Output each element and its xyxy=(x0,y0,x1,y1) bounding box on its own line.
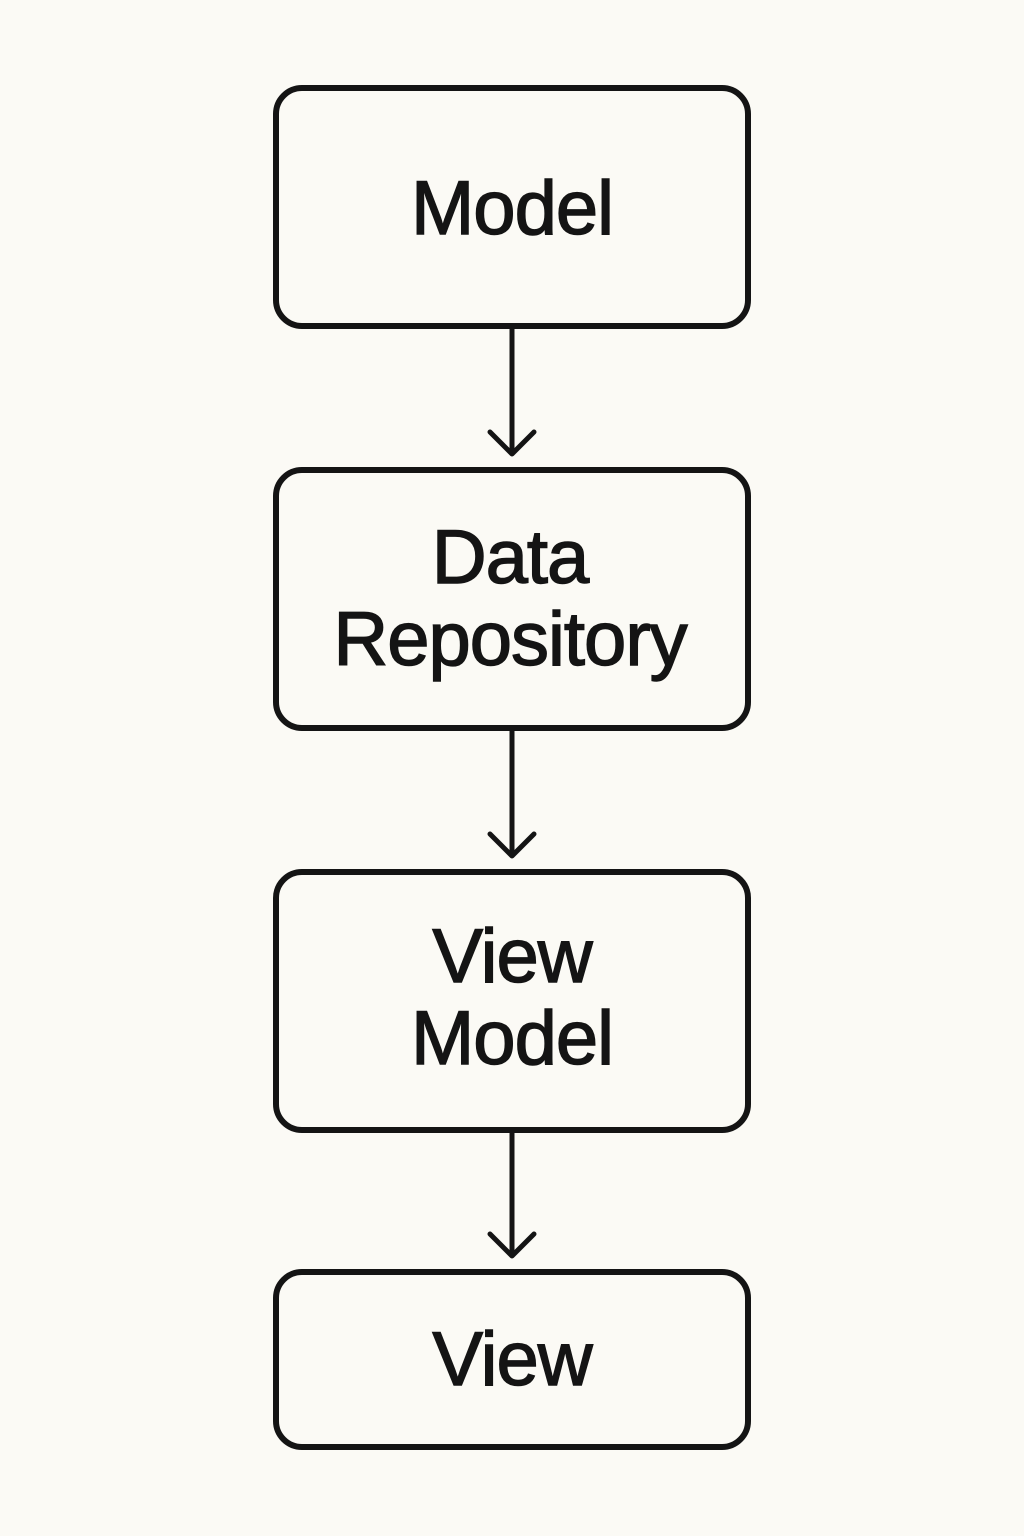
node-model-label: Model xyxy=(411,166,613,251)
arrowhead-icon xyxy=(487,1231,537,1259)
node-view-box xyxy=(273,1269,751,1450)
node-view-model-label-line-2: Model xyxy=(411,996,613,1081)
edge-view-model-to-view xyxy=(487,1130,537,1259)
arrowhead-icon xyxy=(487,831,537,859)
node-data-repository: Data Repository xyxy=(273,467,751,731)
edge-data-repository-to-view-model xyxy=(487,728,537,859)
node-view: View xyxy=(273,1269,751,1450)
edge-model-to-data-repository xyxy=(487,326,537,457)
node-view-model-label-line-1: View xyxy=(432,914,593,999)
node-view-label: View xyxy=(432,1317,593,1402)
node-data-repository-label-line-2: Repository xyxy=(333,597,687,682)
node-data-repository-label-line-1: Data xyxy=(432,515,590,600)
node-model: Model xyxy=(273,85,751,329)
node-view-model: View Model xyxy=(273,869,751,1133)
arrowhead-icon xyxy=(487,429,537,457)
